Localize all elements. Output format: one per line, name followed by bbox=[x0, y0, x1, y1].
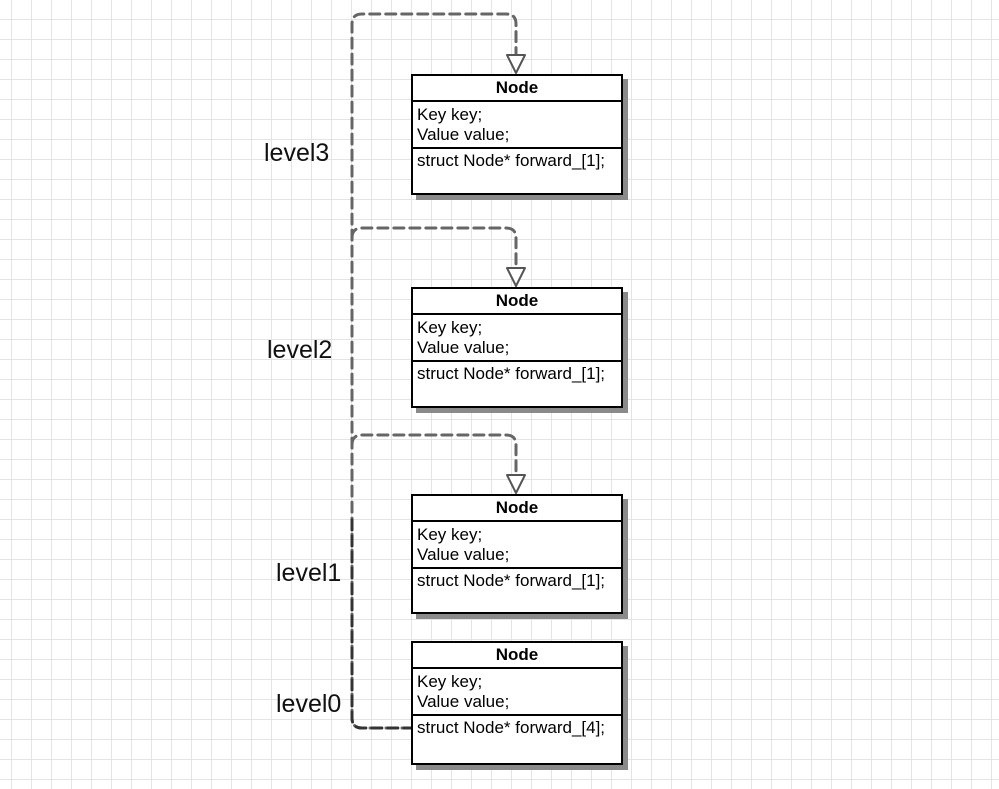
arrowhead-icon bbox=[506, 54, 526, 74]
level-label-2: level2 bbox=[267, 336, 333, 364]
node-field-value: Value value; bbox=[417, 545, 510, 564]
node-forward-text: struct Node* forward_[1]; bbox=[417, 571, 606, 590]
node-box-level1: Node Key key; Value value; struct Node* … bbox=[411, 494, 623, 614]
node-forward-pointer: struct Node* forward_[4]; bbox=[413, 716, 621, 740]
node-forward-text: struct Node* forward_[1]; bbox=[417, 151, 606, 170]
node-field-key: Key key; bbox=[417, 672, 483, 691]
node-field-key: Key key; bbox=[417, 105, 483, 124]
connector-level1 bbox=[350, 433, 518, 476]
level-label-3: level3 bbox=[264, 139, 330, 167]
node-title: Node bbox=[413, 289, 621, 315]
node-fields: Key key; Value value; bbox=[413, 102, 621, 149]
arrowhead-icon bbox=[506, 474, 526, 494]
node-fields: Key key; Value value; bbox=[413, 315, 621, 362]
node-fields: Key key; Value value; bbox=[413, 669, 621, 716]
node-field-value: Value value; bbox=[417, 692, 510, 711]
node-field-value: Value value; bbox=[417, 125, 510, 144]
connector-level2 bbox=[350, 226, 518, 269]
level-label-1: level1 bbox=[276, 559, 342, 587]
node-forward-pointer: struct Node* forward_[1]; bbox=[413, 362, 621, 386]
level-label-0: level0 bbox=[276, 690, 342, 718]
node-forward-pointer: struct Node* forward_[1]; bbox=[413, 569, 621, 593]
arrowhead-icon bbox=[506, 267, 526, 287]
node-title: Node bbox=[413, 496, 621, 522]
node-box-level3: Node Key key; Value value; struct Node* … bbox=[411, 74, 623, 195]
node-forward-text: struct Node* forward_[1]; bbox=[417, 364, 606, 383]
node-field-value: Value value; bbox=[417, 338, 510, 357]
connector-level0-segment bbox=[350, 518, 414, 730]
node-forward-pointer: struct Node* forward_[1]; bbox=[413, 149, 621, 173]
node-box-level0: Node Key key; Value value; struct Node* … bbox=[411, 641, 623, 765]
node-box-level2: Node Key key; Value value; struct Node* … bbox=[411, 287, 623, 408]
node-title: Node bbox=[413, 643, 621, 669]
node-title: Node bbox=[413, 76, 621, 102]
node-field-key: Key key; bbox=[417, 318, 483, 337]
node-fields: Key key; Value value; bbox=[413, 522, 621, 569]
node-forward-text: struct Node* forward_[4]; bbox=[417, 718, 606, 737]
node-field-key: Key key; bbox=[417, 525, 483, 544]
